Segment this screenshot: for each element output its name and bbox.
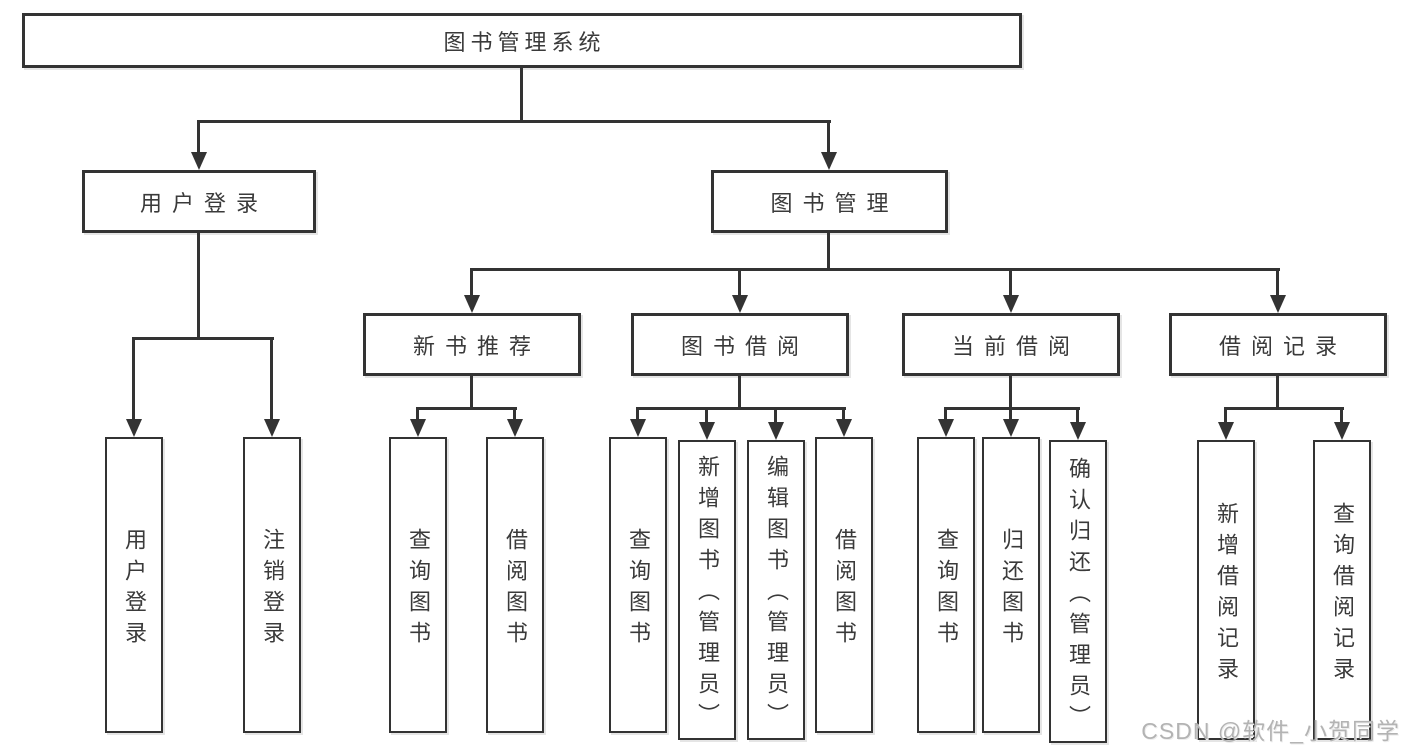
connector-line (520, 68, 523, 122)
leaf-edit-book-admin: 编辑图书（管理员） (747, 440, 805, 740)
node-borrow-records: 借阅记录 (1169, 313, 1387, 376)
leaf-label: 借阅图书 (832, 527, 857, 652)
arrow-down-icon (1270, 295, 1286, 313)
leaf-query-books-borrow: 查询图书 (609, 437, 667, 733)
arrow-down-icon (264, 419, 280, 437)
arrow-down-icon (630, 419, 646, 437)
connector-line (416, 407, 419, 421)
connector-line (513, 407, 516, 421)
node-book-borrow: 图书借阅 (631, 313, 849, 376)
node-label: 图书借阅 (680, 333, 809, 359)
connector-line (1224, 407, 1227, 424)
node-user-login: 用户登录 (82, 170, 316, 233)
connector-line (827, 233, 830, 271)
leaf-label: 归还图书 (999, 527, 1024, 652)
arrow-down-icon (126, 419, 142, 437)
connector-line (944, 407, 947, 421)
arrow-down-icon (507, 419, 523, 437)
node-new-book-recommend: 新书推荐 (363, 313, 581, 376)
leaf-return-book: 归还图书 (982, 437, 1040, 733)
arrow-down-icon (821, 152, 837, 170)
connector-line (705, 407, 708, 423)
leaf-query-borrow-record: 查询借阅记录 (1313, 440, 1371, 740)
arrow-down-icon (1334, 422, 1350, 440)
leaf-user-login: 用户登录 (105, 437, 163, 733)
leaf-confirm-return-admin: 确认归还（管理员） (1049, 440, 1107, 743)
connector-line (1076, 407, 1079, 423)
connector-line (1340, 407, 1343, 424)
connector-line (774, 407, 777, 423)
leaf-label: 用户登录 (122, 527, 147, 652)
connector-line (197, 233, 200, 339)
node-label: 新书推荐 (412, 333, 541, 359)
connector-line (470, 376, 473, 409)
leaf-borrow-books-recommend: 借阅图书 (486, 437, 544, 733)
leaf-label: 查询图书 (406, 527, 431, 652)
arrow-down-icon (938, 419, 954, 437)
node-label: 当前借阅 (951, 333, 1080, 359)
leaf-query-books-recommend: 查询图书 (389, 437, 447, 733)
connector-line (636, 407, 639, 421)
arrow-down-icon (768, 422, 784, 440)
node-label: 图书管理系统 (443, 29, 606, 55)
arrow-down-icon (836, 419, 852, 437)
leaf-label: 编辑图书（管理员） (764, 455, 789, 734)
arrow-down-icon (464, 295, 480, 313)
leaf-label: 查询图书 (934, 527, 959, 652)
connector-line (416, 407, 517, 410)
connector-line (470, 268, 1280, 271)
connector-line (827, 120, 830, 154)
connector-line (944, 407, 1080, 410)
watermark: CSDN @软件_小贺同学 (1141, 718, 1400, 744)
arrow-down-icon (410, 419, 426, 437)
leaf-label: 新增图书（管理员） (695, 455, 720, 734)
connector-line (1009, 407, 1012, 421)
node-root: 图书管理系统 (22, 13, 1022, 68)
node-book-management: 图书管理 (711, 170, 948, 233)
connector-line (1009, 376, 1012, 409)
arrow-down-icon (1003, 419, 1019, 437)
connector-line (197, 120, 831, 123)
leaf-logout: 注销登录 (243, 437, 301, 733)
leaf-label: 注销登录 (260, 527, 285, 652)
leaf-label: 查询图书 (626, 527, 651, 652)
arrow-down-icon (1218, 422, 1234, 440)
connector-line (1009, 268, 1012, 297)
arrow-down-icon (1003, 295, 1019, 313)
connector-line (270, 337, 273, 421)
arrow-down-icon (1070, 422, 1086, 440)
arrow-down-icon (699, 422, 715, 440)
leaf-label: 借阅图书 (503, 527, 528, 652)
leaf-label: 查询借阅记录 (1330, 501, 1355, 688)
connector-line (1224, 407, 1344, 410)
arrow-down-icon (732, 295, 748, 313)
connector-line (1276, 268, 1279, 297)
node-label: 借阅记录 (1218, 333, 1347, 359)
node-label: 图书管理 (770, 190, 899, 216)
connector-line (738, 268, 741, 297)
node-current-borrow: 当前借阅 (902, 313, 1120, 376)
leaf-add-borrow-record: 新增借阅记录 (1197, 440, 1255, 740)
connector-line (132, 337, 135, 421)
leaf-borrow-books: 借阅图书 (815, 437, 873, 733)
leaf-query-books-current: 查询图书 (917, 437, 975, 733)
leaf-label: 确认归还（管理员） (1066, 456, 1091, 736)
connector-line (842, 407, 845, 421)
connector-line (1276, 376, 1279, 409)
arrow-down-icon (191, 152, 207, 170)
connector-line (470, 268, 473, 297)
connector-line (197, 120, 200, 154)
connector-line (132, 337, 274, 340)
leaf-add-book-admin: 新增图书（管理员） (678, 440, 736, 740)
connector-line (636, 407, 846, 410)
leaf-label: 新增借阅记录 (1214, 501, 1239, 688)
connector-line (738, 376, 741, 409)
node-label: 用户登录 (139, 190, 268, 216)
